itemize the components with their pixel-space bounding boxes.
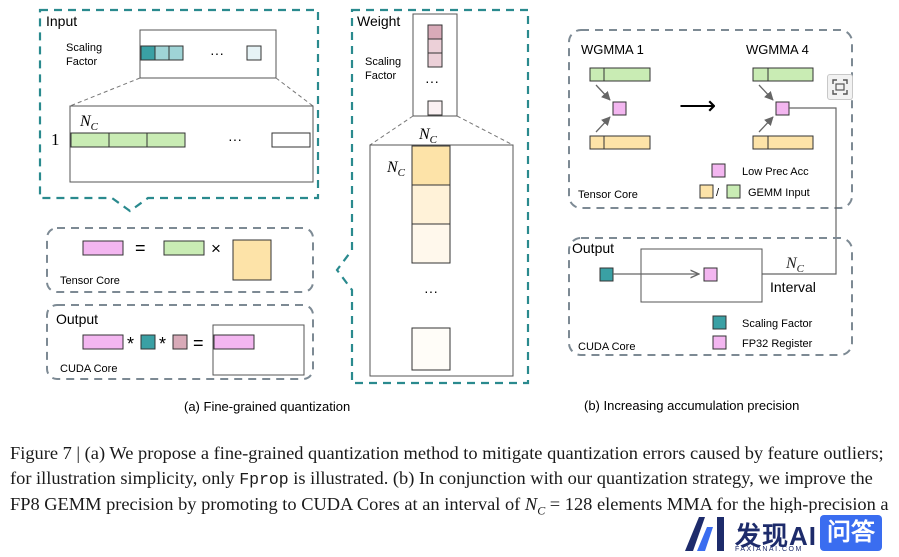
wgmma1-input [589, 67, 651, 82]
wgmma4-input [752, 67, 814, 82]
input-nc-label: NC [79, 113, 99, 133]
input-block-3 [146, 132, 186, 148]
weight-scale-3 [427, 52, 443, 68]
output-scale-cell [599, 267, 614, 282]
weight-callout-border [335, 8, 530, 385]
wgmma-4-label: WGMMA 4 [746, 42, 809, 57]
watermark: 发现AI FAXIANAI.COM 问答 [683, 513, 899, 557]
weight-block-3 [411, 223, 451, 264]
cuda-mult-1: * [127, 334, 134, 354]
legend-gemm-swatch-2 [726, 184, 741, 199]
legend-fp32-swatch [712, 335, 727, 350]
weight-scale-ellipsis: ··· [425, 73, 439, 89]
caption-b: (b) Increasing accumulation precision [584, 398, 799, 413]
weight-block-2 [411, 184, 451, 225]
weight-nc-top: NC [418, 126, 438, 146]
legend-low-prec-swatch [711, 163, 726, 178]
scaling-cell-1 [140, 45, 156, 61]
scan-icon [832, 79, 848, 95]
cuda-core-label-a: CUDA Core [60, 363, 117, 375]
cuda-weight-scale [172, 334, 188, 350]
scaling-cell-3 [168, 45, 184, 61]
wgmma1-weight [589, 135, 651, 150]
wgmma-1-label: WGMMA 1 [581, 42, 644, 57]
wgmma1-acc [612, 101, 627, 116]
figure-7-diagram: Input Scaling Factor ··· NC 1 ··· = × Te… [38, 8, 853, 414]
output-label-b: Output [572, 240, 614, 256]
wgmma4-acc [775, 101, 790, 116]
interval-label: Interval [770, 279, 816, 295]
tc-equals: = [135, 238, 146, 258]
scaling-ellipsis: ··· [210, 45, 224, 61]
legend-slash: / [716, 187, 720, 199]
panel-b: WGMMA 1 WGMMA 4 ⟶ Low Prec Acc / GEMM In… [568, 29, 853, 413]
cuda-acc [82, 334, 124, 350]
copy-figure-button[interactable] [827, 74, 853, 100]
watermark-badge: 问答 [820, 515, 882, 551]
input-factor-label: Factor [66, 56, 98, 68]
cuda-input-scale [140, 334, 156, 350]
tensor-core-label-a: Tensor Core [60, 275, 120, 287]
weight-block-1 [411, 145, 451, 186]
scaling-cell-2 [154, 45, 170, 61]
tensor-core-box-a [46, 227, 314, 293]
weight-ellipsis: ··· [424, 283, 438, 299]
weight-block-last [411, 327, 451, 371]
input-scaling-label: Scaling [66, 42, 102, 54]
input-block-last [271, 132, 311, 148]
watermark-sub: FAXIANAI.COM [735, 546, 803, 553]
tensor-core-box-b [568, 29, 853, 209]
output-label-a: Output [56, 311, 98, 327]
tc-result [82, 240, 124, 256]
cuda-output [213, 334, 255, 350]
row-one-label: 1 [51, 130, 60, 149]
nc-interval-text: NC [786, 255, 805, 276]
faxianai-logo-icon [685, 517, 724, 551]
figure-caption: Figure 7 | (a) We propose a fine-grained… [10, 443, 889, 518]
weight-factor-label: Factor [365, 70, 397, 82]
promotion-path [719, 107, 837, 274]
weight-scale-1 [427, 24, 443, 40]
cuda-equals: = [193, 333, 204, 353]
legend-scaling-label: Scaling Factor [742, 318, 813, 330]
wgmma-progress-arrow: ⟶ [679, 90, 716, 120]
cuda-core-box-b [568, 237, 853, 356]
weight-nc-left: NC [386, 159, 406, 179]
scaling-cell-last [246, 45, 262, 61]
fp32-register-cell [703, 267, 718, 282]
legend-low-prec-label: Low Prec Acc [742, 166, 809, 178]
legend-scaling-swatch [712, 315, 727, 330]
input-block-2 [108, 132, 148, 148]
tc-input [163, 240, 205, 256]
input-ellipsis: ··· [228, 131, 242, 147]
weight-label: Weight [357, 13, 400, 29]
tc-times: × [211, 239, 221, 258]
cuda-core-box-a [46, 304, 314, 380]
watermark-brand: 发现AI [735, 521, 818, 551]
weight-scaling-label: Scaling [365, 56, 401, 68]
panel-a: Input Scaling Factor ··· NC 1 ··· = × Te… [38, 8, 530, 414]
cuda-mult-2: * [159, 334, 166, 354]
input-callout-border [38, 8, 320, 213]
tc-weight [232, 239, 272, 281]
weight-scale-last [427, 100, 443, 116]
legend-gemm-swatch-1 [699, 184, 714, 199]
tensor-core-label-b: Tensor Core [578, 189, 638, 201]
input-label: Input [46, 13, 77, 29]
cuda-register-box [640, 248, 763, 303]
caption-a: (a) Fine-grained quantization [184, 399, 350, 414]
wgmma4-weight [752, 135, 814, 150]
legend-gemm-label: GEMM Input [748, 187, 810, 199]
legend-fp32-label: FP32 Register [742, 338, 813, 350]
cuda-output-matrix [212, 324, 305, 376]
input-block-1 [70, 132, 110, 148]
cuda-core-label-b: CUDA Core [578, 341, 635, 353]
weight-scale-2 [427, 38, 443, 54]
